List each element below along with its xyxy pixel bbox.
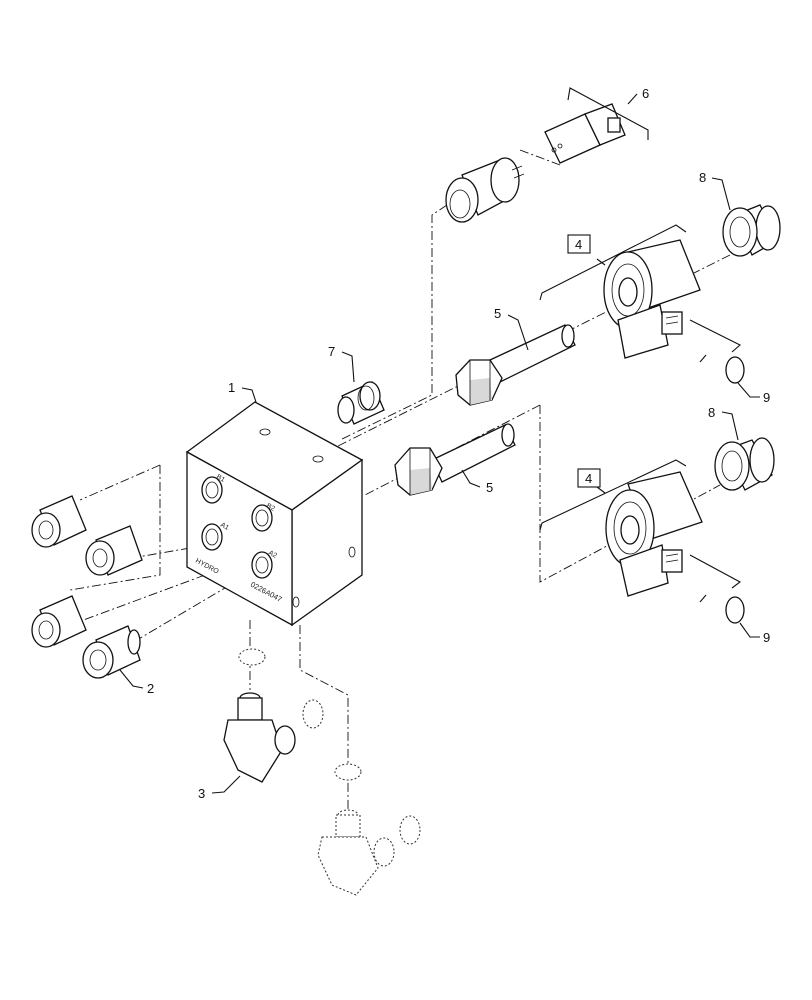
elbow-fitting-3	[223, 648, 324, 783]
fitting-lower-left	[31, 595, 87, 648]
fitting-upper-left-a	[31, 495, 87, 548]
callout-8-upper: 8	[699, 170, 706, 185]
callout-box-4-upper	[567, 234, 591, 254]
callout-2: 2	[147, 681, 154, 696]
nut-8-lower	[714, 437, 775, 491]
connector-6	[544, 103, 626, 164]
pressure-switch-6	[445, 157, 525, 223]
elbow-fitting-phantom	[317, 763, 421, 896]
o-ring-9-upper	[725, 356, 745, 384]
port-a1	[201, 523, 223, 551]
port-label-a1: A1	[219, 522, 230, 532]
callout-5-upper: 5	[494, 306, 501, 321]
callout-1: 1	[228, 380, 235, 395]
o-ring-9-lower	[725, 596, 745, 624]
callout-6: 6	[642, 86, 649, 101]
callout-4-lower: 4	[585, 471, 592, 486]
cartridge-5-upper	[455, 324, 576, 406]
port-b1	[201, 476, 223, 504]
coil-4-upper	[603, 239, 701, 359]
fitting-2	[82, 625, 141, 679]
callout-5-lower: 5	[486, 480, 493, 495]
fitting-upper-left-b	[85, 525, 143, 576]
leader-lines	[119, 87, 760, 794]
cartridge-5-lower	[394, 423, 516, 496]
port-b2	[251, 504, 273, 532]
port-label-a2: A2	[267, 550, 278, 560]
port-label-b1: B1	[215, 474, 226, 484]
callout-7: 7	[328, 344, 335, 359]
callout-box-4-lower	[577, 468, 601, 488]
nut-8-upper	[722, 204, 781, 257]
port-label-b2: B2	[265, 503, 276, 513]
callout-9-upper: 9	[763, 390, 770, 405]
callout-4-upper: 4	[575, 237, 582, 252]
plug-7	[337, 381, 385, 425]
callout-3: 3	[198, 786, 205, 801]
callout-8-lower: 8	[708, 405, 715, 420]
coil-4-lower	[605, 471, 703, 597]
port-a2	[251, 551, 273, 579]
callout-9-lower: 9	[763, 630, 770, 645]
valve-block: B1 B2 A1 A2 HYDRO 0226A047	[185, 401, 364, 627]
